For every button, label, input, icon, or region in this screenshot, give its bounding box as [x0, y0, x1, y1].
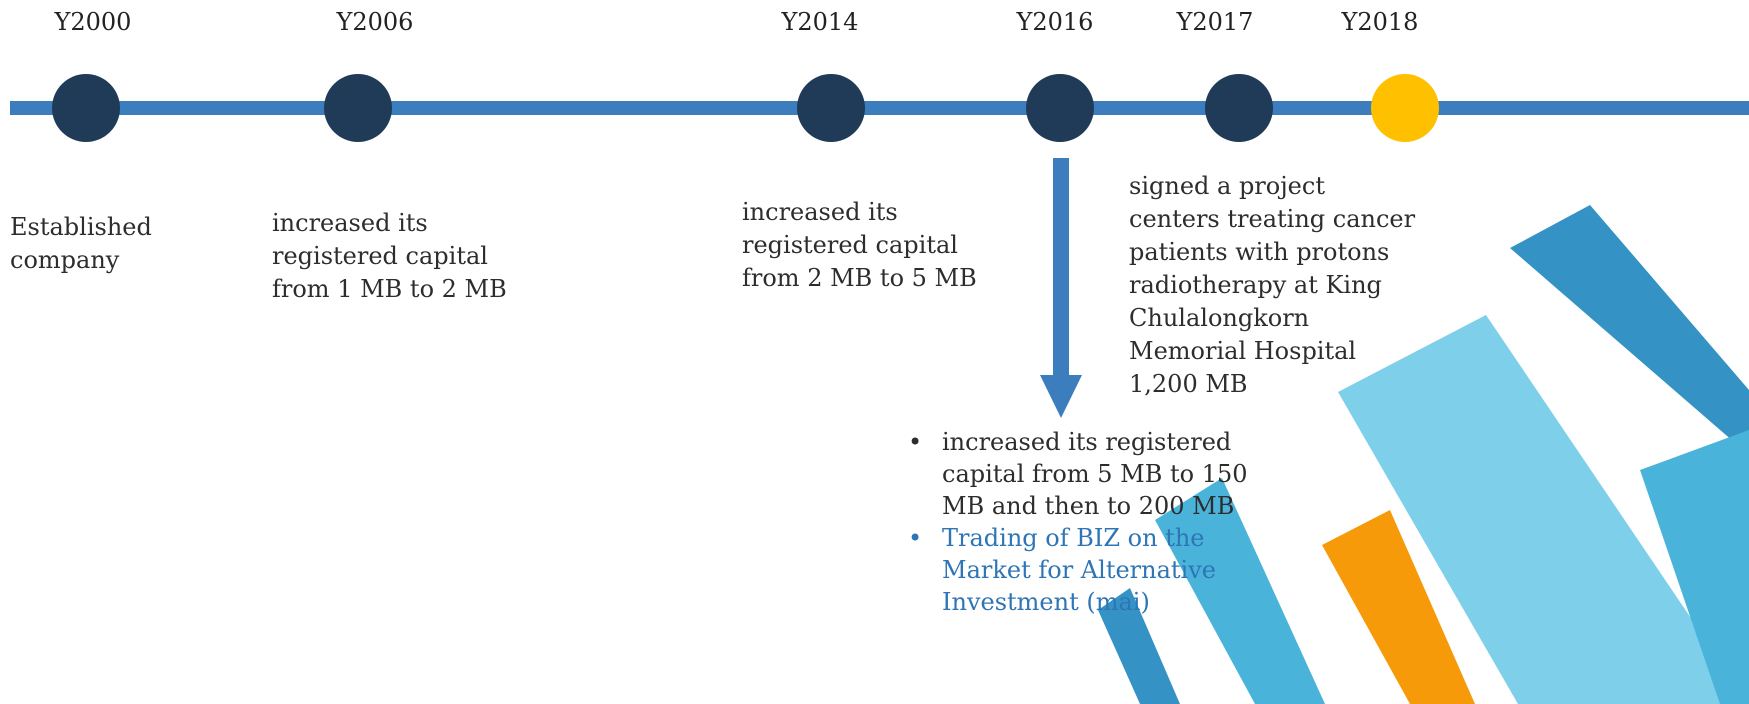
year-label-y2014: Y2014 — [781, 8, 859, 36]
bullet-line: Trading of BIZ on the — [942, 524, 1205, 552]
bullet-item: • increased its registered capital from … — [908, 426, 1248, 522]
deco-shape-right-dark — [1510, 205, 1749, 455]
year-label-y2017: Y2017 — [1176, 8, 1254, 36]
year-label-y2000: Y2000 — [54, 8, 132, 36]
bullet-dot-icon: • — [908, 524, 923, 552]
deco-shape-orange — [1322, 510, 1475, 704]
timeline-node-y2000 — [52, 74, 120, 142]
bullet-line: Investment (mai) — [942, 588, 1150, 616]
down-arrow — [1040, 158, 1082, 418]
description-line: registered capital — [272, 242, 488, 270]
timeline-node-y2017 — [1205, 74, 1273, 142]
description-line: company — [10, 246, 120, 274]
event-description-y2000: Established company — [10, 211, 152, 277]
description-line: Chulalongkorn — [1129, 304, 1310, 332]
description-line: Established — [10, 213, 152, 241]
year-label-y2018: Y2018 — [1341, 8, 1419, 36]
deco-shape-small-dark — [1098, 588, 1180, 704]
description-line: signed a project — [1129, 172, 1325, 200]
description-line: 1,200 MB — [1129, 370, 1248, 398]
bullet-dot-icon: • — [908, 428, 923, 456]
year-label-y2016: Y2016 — [1016, 8, 1094, 36]
year-label-y2006: Y2006 — [336, 8, 414, 36]
y2016-bullet-list: • increased its registered capital from … — [908, 426, 1248, 618]
bullet-line: increased its registered — [942, 428, 1232, 456]
timeline-node-y2006 — [324, 74, 392, 142]
event-description-y2017: signed a project centers treating cancer… — [1129, 170, 1415, 401]
deco-shape-mid-blue — [1155, 478, 1325, 704]
description-line: radiotherapy at King — [1129, 271, 1382, 299]
bullet-line: capital from 5 MB to 150 — [942, 460, 1248, 488]
bullet-line: MB and then to 200 MB — [942, 492, 1235, 520]
bullet-item: • Trading of BIZ on the Market for Alter… — [908, 522, 1248, 618]
description-line: patients with protons — [1129, 238, 1390, 266]
deco-shape-right-mid — [1640, 430, 1749, 704]
description-line: centers treating cancer — [1129, 205, 1416, 233]
event-description-y2014: increased its registered capital from 2 … — [742, 196, 977, 295]
deco-shape-light-large — [1338, 315, 1749, 704]
description-line: from 2 MB to 5 MB — [742, 264, 977, 292]
description-line: from 1 MB to 2 MB — [272, 275, 507, 303]
timeline-node-y2014 — [797, 74, 865, 142]
description-line: Memorial Hospital — [1129, 337, 1357, 365]
bullet-line: Market for Alternative — [942, 556, 1216, 584]
description-line: increased its — [272, 209, 428, 237]
description-line: increased its — [742, 198, 898, 226]
description-line: registered capital — [742, 231, 958, 259]
timeline-line — [10, 101, 1749, 115]
timeline-node-y2018 — [1371, 74, 1439, 142]
event-description-y2006: increased its registered capital from 1 … — [272, 207, 507, 306]
timeline-node-y2016 — [1026, 74, 1094, 142]
